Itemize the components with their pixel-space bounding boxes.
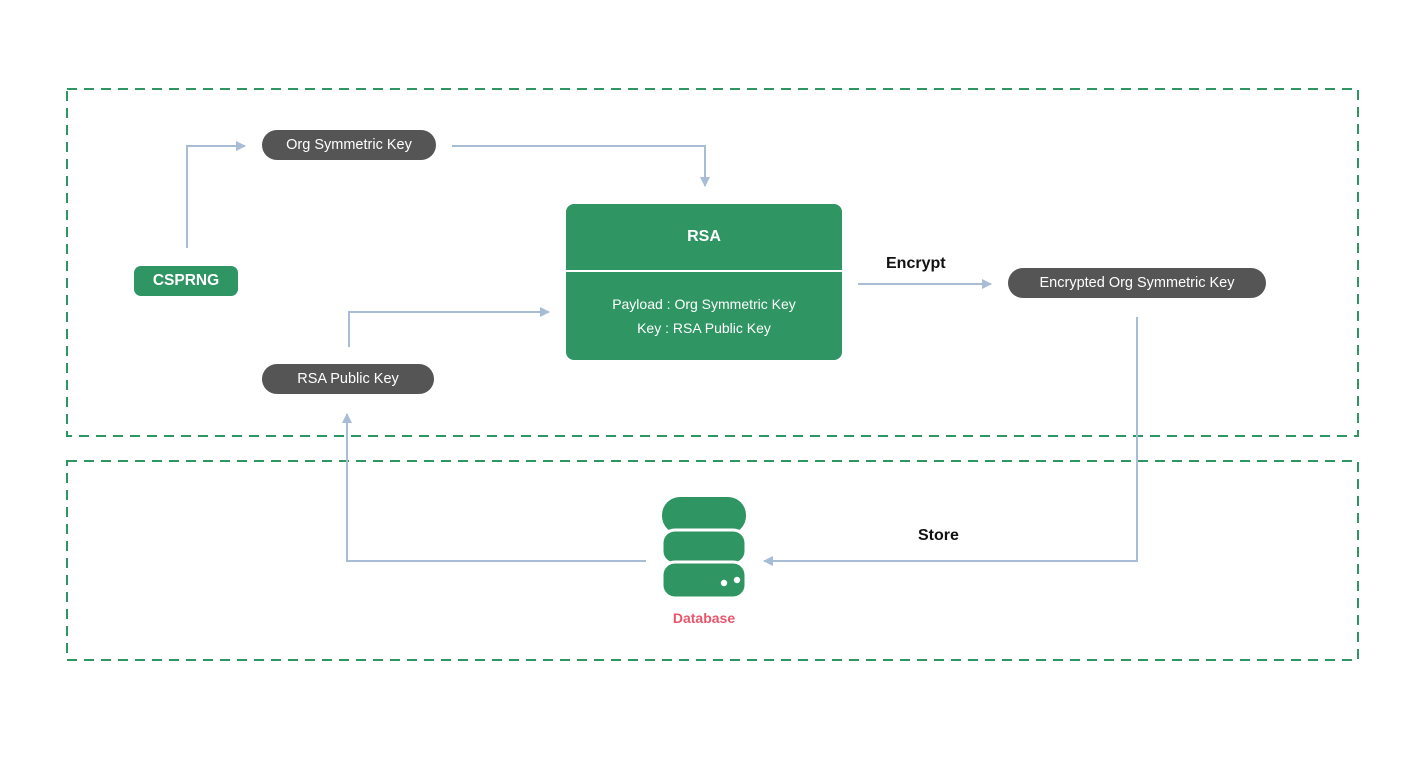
database-label: Database: [672, 610, 736, 626]
rsa-details: Payload : Org Symmetric Key Key : RSA Pu…: [566, 272, 842, 340]
arrow-database-to-public-key: [342, 413, 646, 562]
rsa-encryption-block: RSA Payload : Org Symmetric Key Key : RS…: [566, 204, 842, 360]
lower-zone-boundary: [66, 460, 1359, 661]
rsa-payload-line: Payload : Org Symmetric Key: [612, 296, 796, 312]
csprng-node: CSPRNG: [134, 266, 238, 296]
encrypt-label: Encrypt: [886, 255, 946, 272]
arrow-org-key-to-rsa: [452, 145, 710, 187]
arrow-public-key-to-rsa: [348, 307, 550, 347]
rsa-key-line: Key : RSA Public Key: [637, 320, 771, 336]
rsa-public-key-node: RSA Public Key: [262, 364, 434, 394]
upper-zone-boundary: [66, 88, 1359, 437]
arrow-encrypted-key-to-database: [763, 317, 1138, 566]
encrypted-org-symmetric-key-node: Encrypted Org Symmetric Key: [1008, 268, 1266, 298]
arrow-csprng-to-org-key: [186, 141, 246, 248]
rsa-title: RSA: [566, 204, 842, 272]
org-symmetric-key-node: Org Symmetric Key: [262, 130, 436, 160]
database-icon: [660, 497, 748, 600]
store-label: Store: [918, 527, 959, 544]
